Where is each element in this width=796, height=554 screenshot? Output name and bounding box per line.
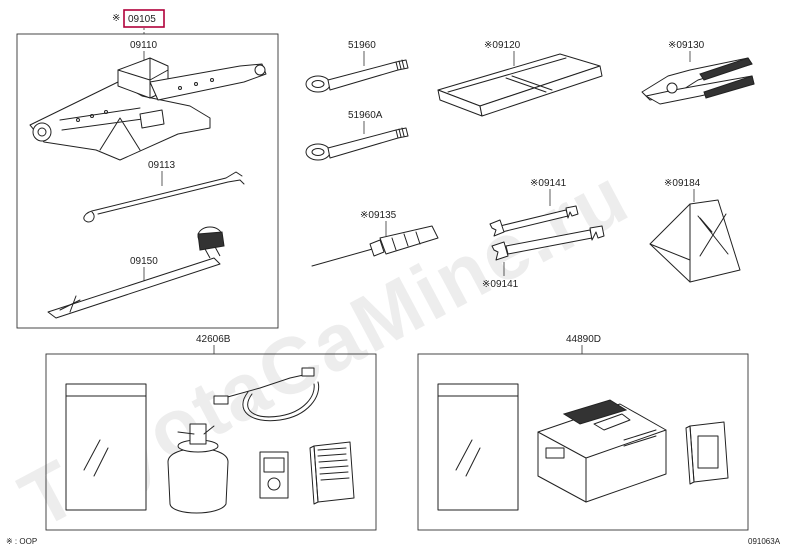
- label-09141-lower: ※09141: [482, 279, 519, 290]
- part-jack-handle-09113[interactable]: 09113: [83, 160, 245, 223]
- tool-bag-icon: [437, 53, 603, 117]
- part-wrench-09141-upper[interactable]: ※09141: [489, 178, 579, 237]
- part-screwdriver-09135[interactable]: ※09135: [311, 210, 439, 267]
- wheel-chock-icon: [649, 199, 741, 283]
- label-09120: ※09120: [484, 40, 521, 51]
- open-end-wrench-icon: [489, 205, 579, 237]
- diagram-code: 091063A: [748, 537, 781, 546]
- label-09150: 09150: [130, 256, 158, 267]
- pliers-icon: [641, 57, 755, 105]
- footer-note: ※ : OOP: [6, 537, 37, 546]
- label-44890D: 44890D: [566, 334, 601, 345]
- manual-booklet-icon: [685, 421, 729, 485]
- open-end-wrench-icon: [491, 225, 605, 261]
- lug-wrench-icon: [47, 226, 225, 319]
- label-51960: 51960: [348, 40, 376, 51]
- part-lug-wrench-09150[interactable]: 09150: [47, 226, 225, 319]
- plastic-bag-icon: [437, 383, 519, 511]
- part-compressor-kit-44890D[interactable]: 44890D: [417, 334, 749, 531]
- group-header-09105[interactable]: ※ 09105: [112, 9, 165, 28]
- group-mark: ※: [112, 13, 120, 24]
- part-tool-bag-09120[interactable]: ※09120: [437, 40, 603, 117]
- label-09130: ※09130: [668, 40, 705, 51]
- label-09113: 09113: [148, 160, 176, 171]
- repair-kit-box: [45, 353, 377, 531]
- jack-group-box: [16, 33, 279, 329]
- plastic-bag-icon: [65, 383, 147, 511]
- screwdriver-icon: [311, 225, 439, 267]
- part-wrench-09141-lower[interactable]: ※09141: [482, 225, 605, 290]
- label-09110: 09110: [130, 40, 158, 51]
- part-wheel-chock-09184[interactable]: ※09184: [649, 178, 741, 283]
- jack-handle-icon: [83, 171, 245, 223]
- jack-icon: [29, 57, 267, 161]
- sealant-bottle-icon: [167, 423, 229, 514]
- part-tow-eye-51960A[interactable]: 51960A: [305, 110, 409, 161]
- tow-eye-icon: [305, 127, 409, 161]
- label-42606B: 42606B: [196, 334, 231, 345]
- tow-eye-icon: [305, 59, 409, 93]
- part-repair-kit-42606B[interactable]: 42606B: [45, 334, 377, 531]
- label-09141-upper: ※09141: [530, 178, 567, 189]
- part-tow-eye-51960[interactable]: 51960: [305, 40, 409, 93]
- part-pliers-09130[interactable]: ※09130: [641, 40, 755, 105]
- manual-booklet-icon: [309, 441, 355, 505]
- group-code: 09105: [128, 14, 156, 25]
- label-09135: ※09135: [360, 210, 397, 221]
- highlight-box: [123, 9, 165, 28]
- air-compressor-icon: [537, 399, 667, 503]
- hose-icon: [213, 367, 320, 422]
- compressor-kit-box: [417, 353, 749, 531]
- label-09184: ※09184: [664, 178, 701, 189]
- label-51960A: 51960A: [348, 110, 383, 121]
- valve-tool-card-icon: [259, 451, 289, 499]
- part-jack-09110[interactable]: 09110: [29, 40, 267, 161]
